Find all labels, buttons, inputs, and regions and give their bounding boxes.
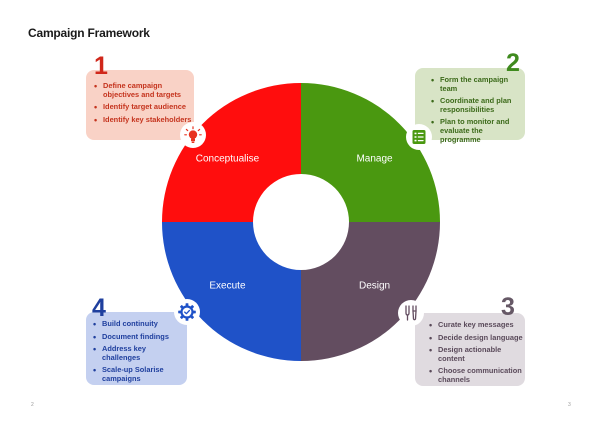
card-conceptualise: Define campaign objectives and targets I… bbox=[86, 70, 194, 140]
list-item: Identify key stakeholders bbox=[94, 115, 192, 125]
card-list: Form the campaign team Coordinate and pl… bbox=[431, 75, 525, 148]
card-design: Curate key messages Decide design langua… bbox=[415, 313, 525, 386]
list-item: Scale-up Solarise campaigns bbox=[93, 366, 185, 383]
list-item: Form the campaign team bbox=[431, 75, 525, 93]
step-number: 3 bbox=[501, 293, 515, 321]
page-title: Campaign Framework bbox=[28, 26, 150, 40]
card-list: Define campaign objectives and targets I… bbox=[94, 81, 192, 128]
page-number-right: 3 bbox=[568, 402, 571, 408]
list-item: Identify target audience bbox=[94, 103, 192, 112]
segment-label-manage: Manage bbox=[356, 153, 393, 164]
page-number-left: 2 bbox=[31, 402, 34, 408]
list-item: Decide design language bbox=[429, 333, 525, 343]
list-item: Choose communication channels bbox=[429, 367, 525, 384]
list-item: Coordinate and plan responsibilities bbox=[431, 96, 525, 114]
segment-label-execute: Execute bbox=[209, 281, 246, 292]
card-list: Curate key messages Decide design langua… bbox=[429, 320, 525, 389]
card-manage: Form the campaign team Coordinate and pl… bbox=[415, 68, 525, 143]
checklist-icon bbox=[406, 124, 432, 150]
lightbulb-icon bbox=[180, 122, 206, 148]
list-item: Design actionable content bbox=[429, 345, 525, 363]
list-item: Plan to monitor and evaluate the program… bbox=[431, 118, 525, 144]
segment-design bbox=[301, 222, 440, 361]
step-number: 4 bbox=[92, 294, 106, 322]
list-item: Curate key messages bbox=[429, 320, 525, 330]
list-item: Address key challenges bbox=[93, 344, 185, 362]
segment-manage bbox=[301, 83, 440, 222]
step-number: 2 bbox=[506, 49, 520, 77]
list-item: Define campaign objectives and targets bbox=[94, 81, 192, 99]
list-item: Document findings bbox=[93, 332, 185, 342]
list-item: Build continuity bbox=[93, 319, 185, 329]
gear-check-icon bbox=[174, 299, 200, 325]
segment-label-design: Design bbox=[359, 281, 390, 292]
segment-conceptualise bbox=[162, 83, 301, 222]
segment-execute bbox=[162, 222, 301, 361]
brush-icon bbox=[398, 300, 424, 326]
card-list: Build continuity Document findings Addre… bbox=[93, 319, 185, 388]
step-number: 1 bbox=[94, 52, 108, 80]
segment-label-conceptualise: Conceptualise bbox=[196, 153, 260, 164]
card-execute: Build continuity Document findings Addre… bbox=[86, 312, 187, 385]
